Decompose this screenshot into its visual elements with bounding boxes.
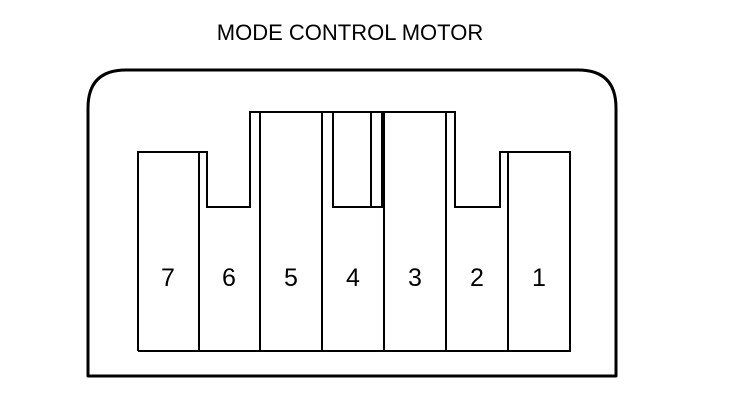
pin-cavity-outline-right [138,111,571,352]
pin-label-1: 1 [532,264,546,292]
diagram-title: MODE CONTROL MOTOR [217,20,483,45]
pin-label-3: 3 [408,264,422,292]
pin-cavity-outline-left [137,111,383,351]
pin-label-4: 4 [346,264,360,292]
pin-label-5: 5 [284,264,298,292]
pin-label-2: 2 [470,264,484,292]
pin-label-7: 7 [161,264,175,292]
pin-label-6: 6 [222,264,236,292]
connector-housing-outline [86,68,618,378]
